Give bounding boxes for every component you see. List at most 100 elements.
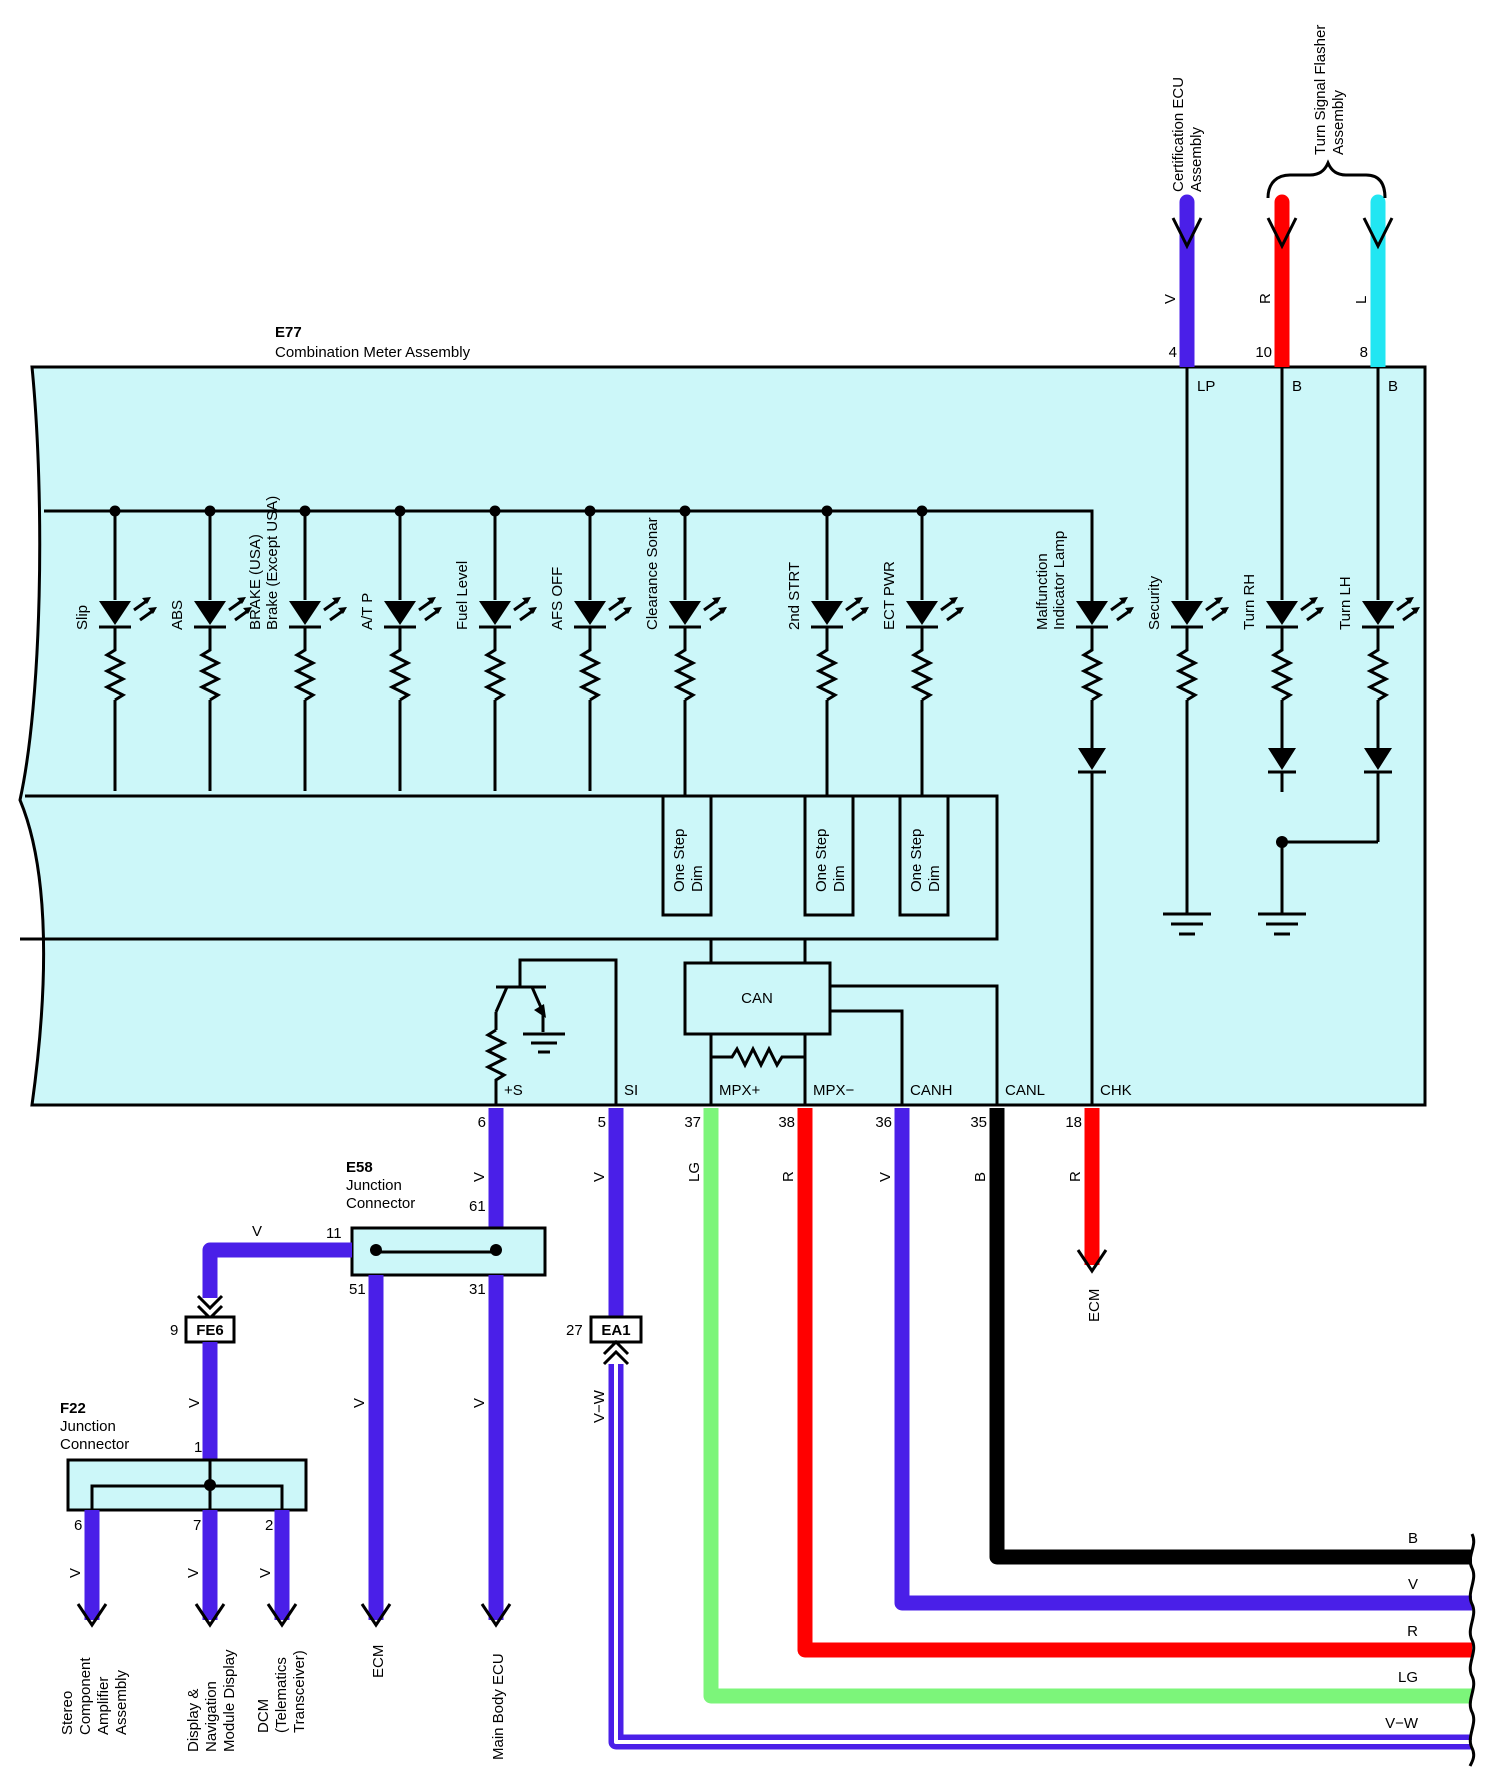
can-block (683, 961, 832, 1036)
e58-name-1: Junction (346, 1177, 402, 1194)
svg-text:B: B (1292, 378, 1302, 395)
f22-pin-1: 1 (194, 1439, 202, 1456)
svg-text:Dim: Dim (689, 865, 706, 892)
svg-text:CHK: CHK (1100, 1082, 1132, 1099)
svg-text:R: R (1067, 1171, 1084, 1182)
svg-text:8: 8 (1360, 344, 1368, 361)
e58-id: E58 (346, 1159, 373, 1176)
wire-e58-fe6-code: V (252, 1223, 262, 1240)
ea1-label: EA1 (601, 1322, 630, 1339)
wire-e58-31-code: V (471, 1398, 488, 1408)
indicator-11: Security (1146, 367, 1229, 914)
ea1-pin: 27 (566, 1322, 583, 1339)
arrow-dcm (266, 1603, 298, 1628)
svg-text:38: 38 (778, 1114, 795, 1131)
terminal-6: +S6V (471, 1082, 523, 1182)
turn-flasher-label: Turn Signal Flasher Assembly (1312, 25, 1347, 155)
fe6-pin: 9 (170, 1322, 178, 1339)
indicator-label: Fuel Level (454, 561, 471, 630)
indicator-6: AFS OFF (549, 505, 632, 791)
arrow-display (194, 1603, 226, 1628)
svg-text:SI: SI (624, 1082, 638, 1099)
meter-name: Combination Meter Assembly (275, 344, 471, 361)
svg-text:DCM: DCM (255, 1699, 272, 1733)
indicator-label: ABS (169, 600, 186, 630)
svg-text:R: R (780, 1171, 797, 1182)
indicator-8: 2nd STRT (786, 505, 869, 796)
svg-text:36: 36 (875, 1114, 892, 1131)
dest-ecm: ECM (370, 1645, 387, 1678)
indicator-12: Turn RH (1241, 367, 1324, 792)
svg-text:Assembly: Assembly (1188, 126, 1205, 192)
turn-ground (1258, 792, 1380, 936)
wire-f22-2-code: V (257, 1568, 274, 1578)
bus-label: B (1408, 1530, 1418, 1547)
fe6-connector (184, 1315, 236, 1344)
e58-pin-31: 31 (469, 1281, 486, 1298)
wire-f22-6-code: V (67, 1568, 84, 1578)
indicator-label: ECT PWR (881, 561, 898, 630)
indicator-label: BRAKE (USA) (247, 534, 264, 630)
indicator-2: ABS (169, 505, 252, 791)
svg-text:Module Display: Module Display (221, 1649, 238, 1752)
ea1-connector (589, 1315, 643, 1344)
wire-e58-fe6 (202, 1242, 352, 1298)
wire-e58-51-code: V (351, 1398, 368, 1408)
fe6-label: FE6 (196, 1322, 224, 1339)
dest-chk-ecm: ECM (1086, 1289, 1103, 1322)
wire-canl (989, 1108, 1472, 1565)
bus-label: V−W (1385, 1715, 1419, 1732)
arrow-main-body (480, 1603, 512, 1628)
bus-label: LG (1398, 1669, 1418, 1686)
dim-block-3: One Step Dim (898, 794, 950, 917)
svg-text:MPX−: MPX− (813, 1082, 855, 1099)
svg-text:Dim: Dim (831, 865, 848, 892)
ea1-chevron-2 (602, 1349, 630, 1366)
indicator-3: BRAKE (USA)Brake (Except USA) (247, 496, 347, 791)
svg-text:One Step: One Step (908, 829, 925, 892)
indicator-label: AFS OFF (549, 567, 566, 630)
canl-internal (830, 984, 999, 1105)
e58-pin-51: 51 (349, 1281, 366, 1298)
mpx-resistor (711, 1045, 805, 1069)
indicator-9: ECT PWR (881, 505, 964, 796)
cert-ecu-label: Certification ECU Assembly (1170, 77, 1205, 192)
f22-pin-7: 7 (193, 1517, 201, 1534)
indicator-label: Clearance Sonar (644, 517, 661, 630)
svg-text:Display &: Display & (185, 1689, 202, 1752)
svg-text:LG: LG (686, 1162, 703, 1182)
indicator-1: Slip (74, 505, 157, 791)
wire-mpx-minus (797, 1108, 1472, 1658)
can-label: CAN (741, 990, 773, 1007)
arrow-chk-ecm (1076, 1249, 1108, 1274)
e58-name-2: Connector (346, 1195, 415, 1212)
transistor-circuit (484, 958, 618, 1105)
f22-internal-bus (90, 1484, 284, 1510)
svg-text:Amplifier: Amplifier (95, 1677, 112, 1735)
meter-id: E77 (275, 324, 302, 341)
canh-internal (830, 1009, 904, 1105)
break-line (1468, 1533, 1476, 1767)
indicator-7: Clearance Sonar (644, 505, 727, 796)
dest-display: Display & Navigation Module Display (185, 1649, 238, 1752)
dest-main-body: Main Body ECU (490, 1653, 507, 1760)
svg-text:LP: LP (1197, 378, 1215, 395)
svg-text:6: 6 (478, 1114, 486, 1131)
svg-text:L: L (1353, 296, 1370, 304)
svg-text:4: 4 (1169, 344, 1177, 361)
bus-label: V (1408, 1576, 1418, 1593)
dim-section-outline (20, 794, 999, 941)
dim-block-2: One Step Dim (803, 794, 855, 917)
svg-text:CANL: CANL (1005, 1082, 1045, 1099)
f22-name-1: Junction (60, 1418, 116, 1435)
